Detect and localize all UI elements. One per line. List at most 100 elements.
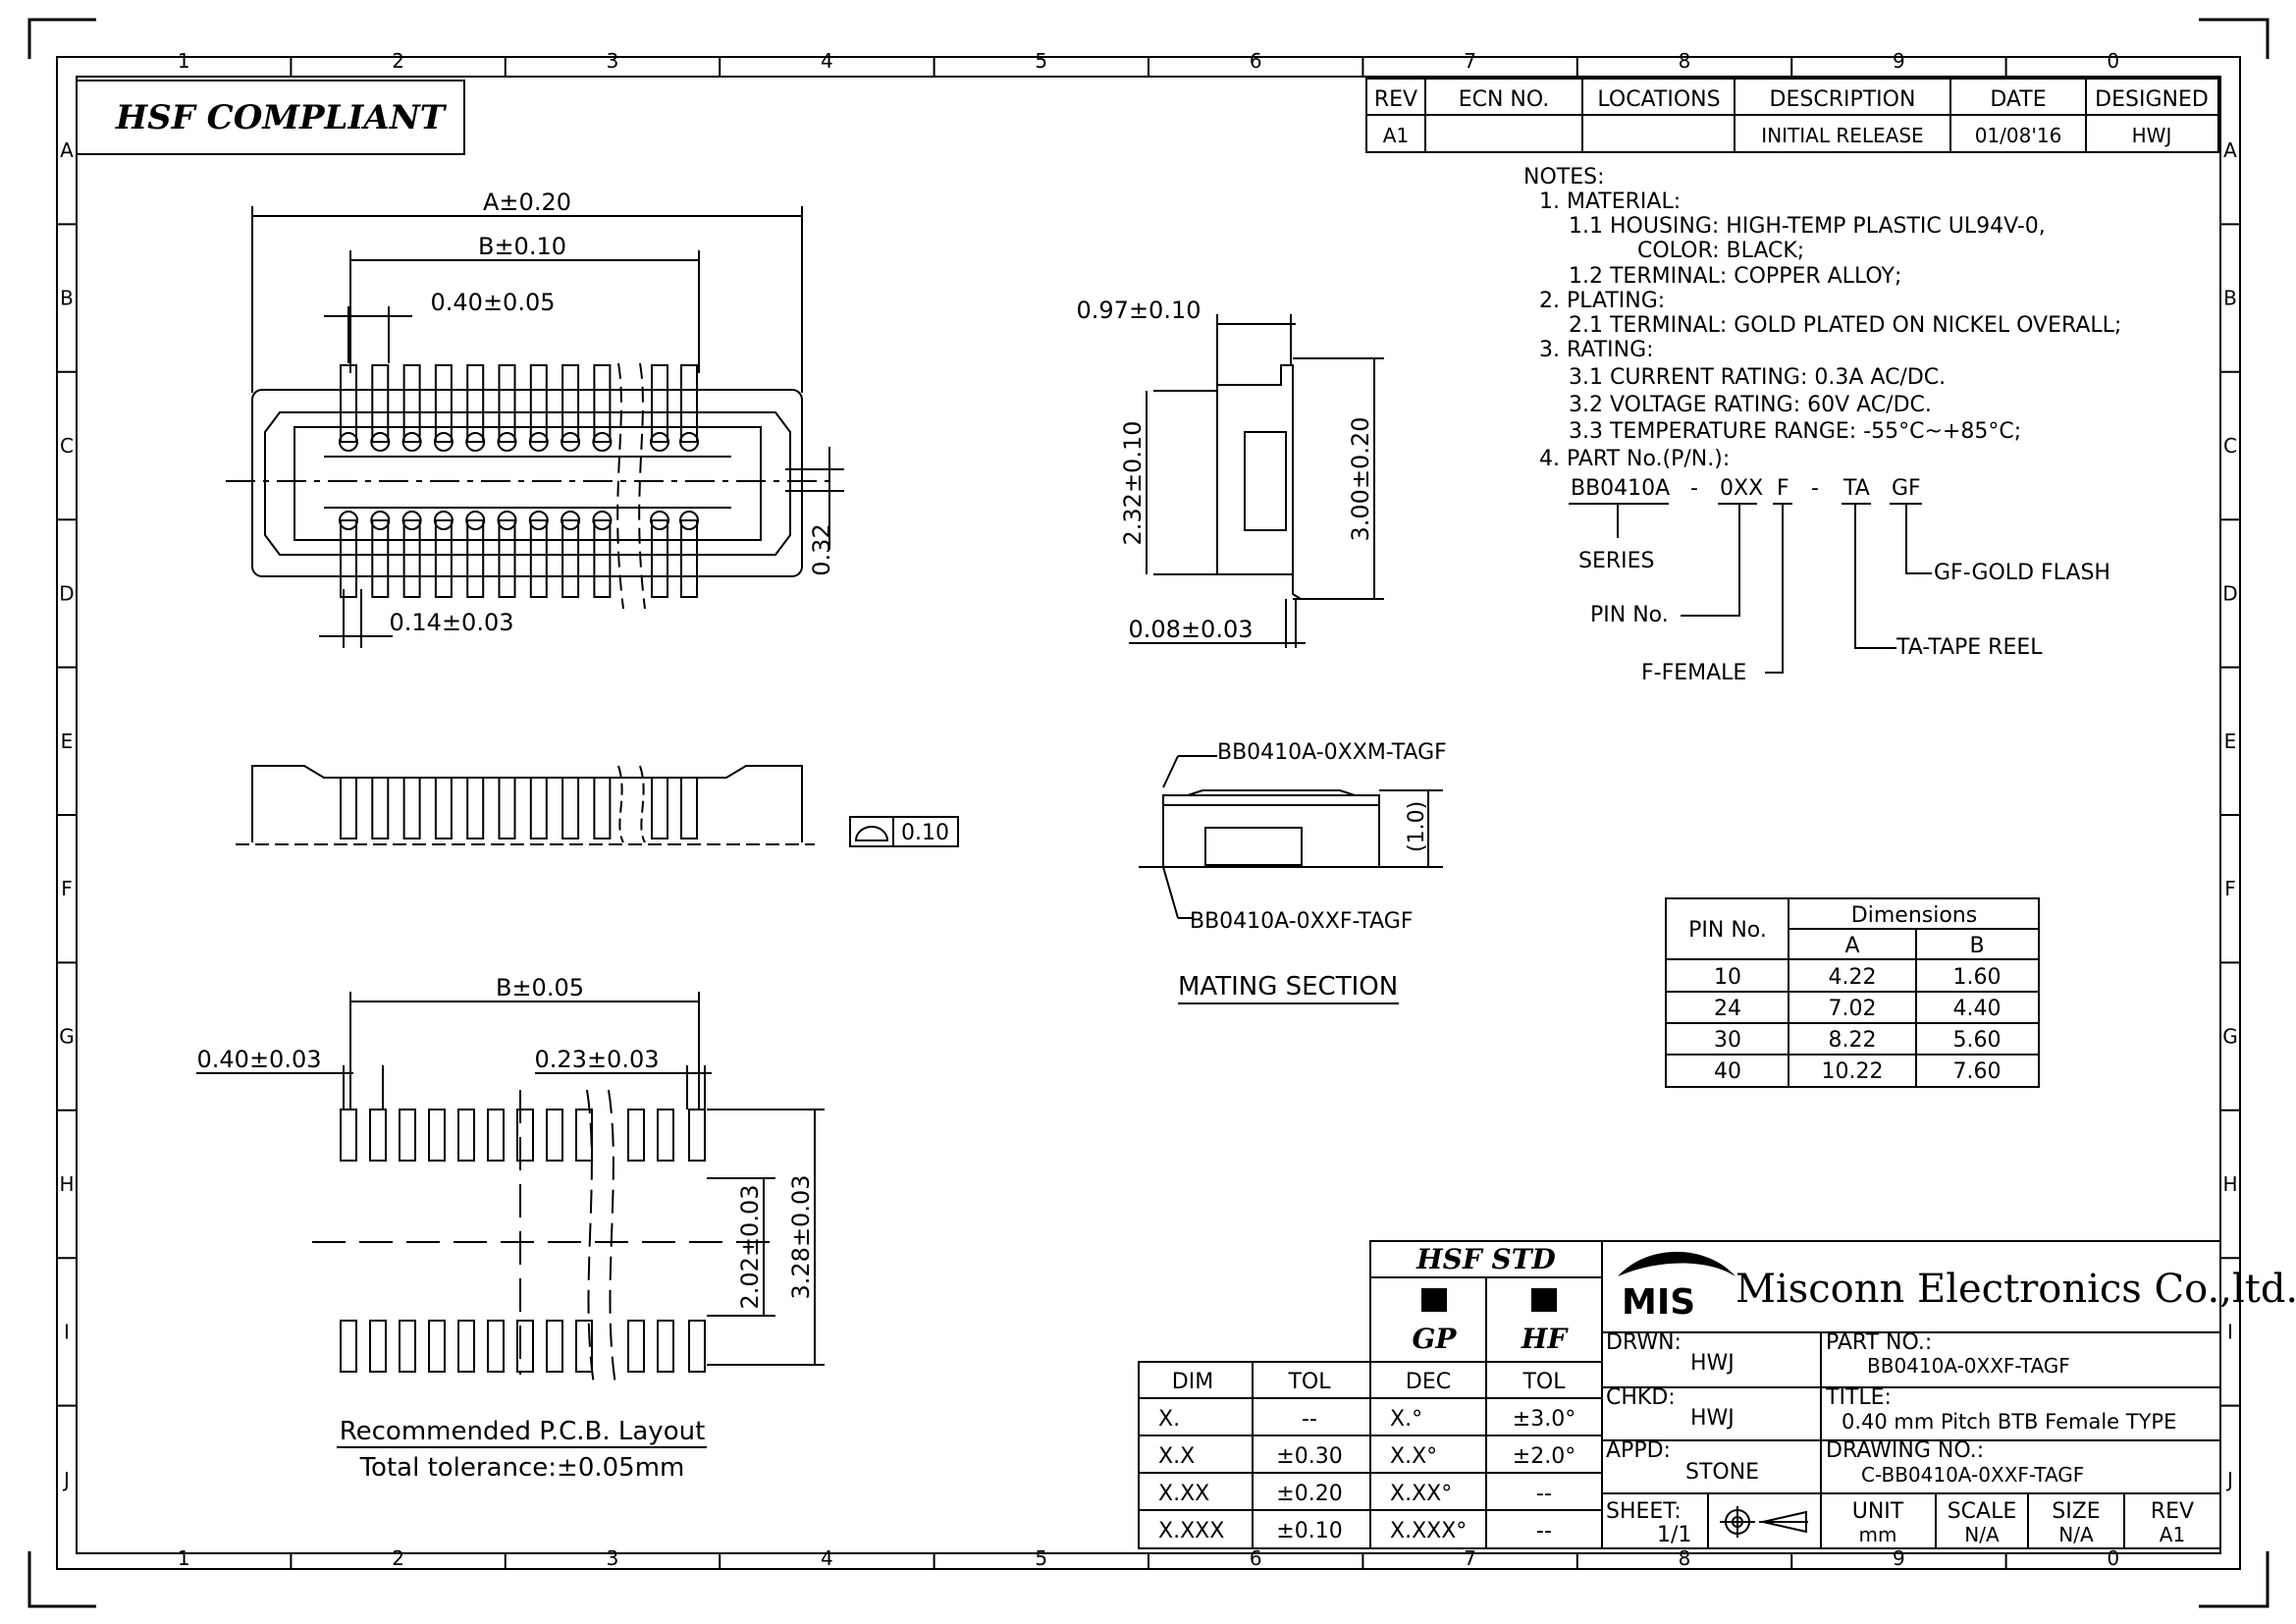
top-pin: [593, 364, 612, 443]
approved-label: APPD:: [1606, 1438, 1671, 1463]
frame-row-label-right: C: [2223, 434, 2237, 458]
rev-cell-rev: A1: [1383, 124, 1409, 147]
top-pin-contact: [679, 511, 699, 530]
frame-row-label-left: D: [59, 581, 74, 605]
ang-cell-dec: X.XXX°: [1390, 1519, 1467, 1543]
top-pin-contact: [465, 511, 486, 530]
sheet-label: SHEET:: [1606, 1499, 1682, 1524]
tol-cell-dim: X.: [1158, 1407, 1180, 1432]
top-pin-contact: [370, 432, 391, 452]
dimensions-cell: 10: [1714, 965, 1741, 990]
gp-marker: [1421, 1288, 1447, 1312]
tol-cell-dim: X.X: [1158, 1444, 1195, 1469]
notes-heading: NOTES:: [1523, 165, 1605, 189]
callout-tape-reel: TA-TAPE REEL: [1896, 635, 2043, 660]
revision-table-text: REV ECN NO. LOCATIONS DESCRIPTION DATE D…: [1374, 87, 2209, 147]
ang-cell-tol: --: [1536, 1482, 1552, 1506]
top-pin-contact: [650, 511, 669, 530]
hsf-std-hf: HF: [1521, 1323, 1569, 1355]
top-pin-contact: [401, 511, 422, 530]
dim-height-inner: 2.32±0.10: [1119, 421, 1147, 546]
top-pin: [371, 364, 390, 443]
dim-b: B±0.10: [478, 233, 566, 260]
top-pin: [561, 364, 580, 443]
note-line: 1. MATERIAL:: [1539, 189, 1681, 214]
frame-col-label-top: 8: [1679, 49, 1691, 73]
drawing-no-label: DRAWING NO.:: [1826, 1438, 1984, 1463]
note-line: 4. PART No.(P/N.):: [1539, 447, 1730, 471]
approved-value: STONE: [1685, 1460, 1759, 1485]
frame-col-label-bottom: 8: [1679, 1546, 1691, 1570]
title-value: 0.40 mm Pitch BTB Female TYPE: [1842, 1410, 2176, 1434]
top-view: A±0.20 B±0.10 0.40±0.05 0.14±0.03 0.32: [226, 189, 844, 648]
drawn-value: HWJ: [1690, 1351, 1735, 1376]
frame-col-label-top: 6: [1250, 49, 1262, 73]
tol-cell-tol: ±0.20: [1276, 1482, 1342, 1506]
pcb-pad: [340, 1320, 357, 1373]
top-pin: [498, 364, 516, 443]
frame-col-label-bottom: 9: [1893, 1546, 1905, 1570]
rev-label: REV: [2151, 1499, 2194, 1524]
part-code-dash: -: [1690, 476, 1698, 501]
top-pin: [593, 519, 612, 598]
pcb-pad: [627, 1320, 645, 1373]
top-pin: [371, 519, 390, 598]
mating-female-label: BB0410A-0XXF-TAGF: [1190, 909, 1414, 934]
top-pin-contact: [561, 511, 581, 530]
dimensions-cell: 24: [1714, 997, 1741, 1021]
dim-foot: 0.08±0.03: [1129, 616, 1254, 643]
rev-header-description: DESCRIPTION: [1770, 87, 1916, 112]
dimensions-pin-header: PIN No.: [1688, 918, 1767, 943]
pcb-pad: [546, 1109, 563, 1162]
pcb-dim-outer: 3.28±0.03: [787, 1175, 815, 1300]
pcb-pad: [340, 1109, 357, 1162]
pcb-pad: [657, 1320, 674, 1373]
drawn-label: DRWN:: [1606, 1330, 1682, 1355]
dimensions-cell: 1.60: [1953, 965, 2002, 990]
checked-value: HWJ: [1690, 1406, 1735, 1431]
flatness-value: 0.10: [901, 821, 949, 845]
side-pin: [529, 777, 548, 839]
dimensions-col-a: A: [1844, 934, 1859, 958]
callout-female: F-FEMALE: [1641, 661, 1746, 685]
note-line: 2. PLATING:: [1539, 289, 1665, 313]
mating-caption: MATING SECTION: [1178, 972, 1398, 1001]
note-line: 3.2 VOLTAGE RATING: 60V AC/DC.: [1569, 393, 1932, 417]
tol-cell-tol: ±0.30: [1276, 1444, 1342, 1469]
side-view: 0.10: [236, 765, 959, 847]
side-pin: [593, 777, 612, 839]
pcb-dim-inner: 2.02±0.03: [736, 1185, 764, 1310]
ang-cell-dec: X.XX°: [1390, 1482, 1452, 1506]
frame-col-label-top: 0: [2107, 49, 2119, 73]
dimensions-cell: 4.40: [1953, 997, 2002, 1021]
dimensions-cell: 8.22: [1829, 1028, 1877, 1053]
top-pin: [402, 519, 421, 598]
rev-header-designed: DESIGNED: [2095, 87, 2209, 112]
top-pin-contact: [528, 511, 549, 530]
frame-row-label-right: I: [2227, 1320, 2233, 1343]
pcb-pad: [369, 1109, 387, 1162]
top-pin-contact: [528, 432, 549, 452]
top-pin-contact: [592, 432, 613, 452]
dimensions-cell: 7.02: [1829, 997, 1877, 1021]
pcb-layout: B±0.05 0.40±0.03 0.23±0.03 2.02±0.03 3.2…: [196, 974, 825, 1483]
note-line: 1.2 TERMINAL: COPPER ALLOY;: [1569, 264, 1901, 289]
dimensions-cell: 30: [1714, 1028, 1741, 1053]
side-view-pins: [340, 777, 698, 839]
projection-symbol: [1720, 1506, 1808, 1538]
checked-label: CHKD:: [1606, 1385, 1676, 1410]
dimensions-cell: 5.60: [1953, 1028, 2002, 1053]
part-code-dash: -: [1811, 476, 1819, 501]
rev-header-ecn: ECN NO.: [1459, 87, 1550, 112]
pcb-caption: Recommended P.C.B. Layout: [340, 1417, 706, 1446]
frame-row-label-right: B: [2223, 287, 2237, 310]
frame-row-label-left: B: [60, 287, 74, 310]
ang-header-dec: DEC: [1406, 1370, 1451, 1394]
side-pin: [680, 777, 698, 839]
top-pin-contact: [497, 511, 517, 530]
top-pin: [434, 364, 453, 443]
revision-table: [1365, 78, 2219, 153]
frame-row-label-right: D: [2222, 581, 2237, 605]
title-block: MIS Misconn Electronics Co.,ltd. DRWN: H…: [1601, 1240, 2296, 1549]
